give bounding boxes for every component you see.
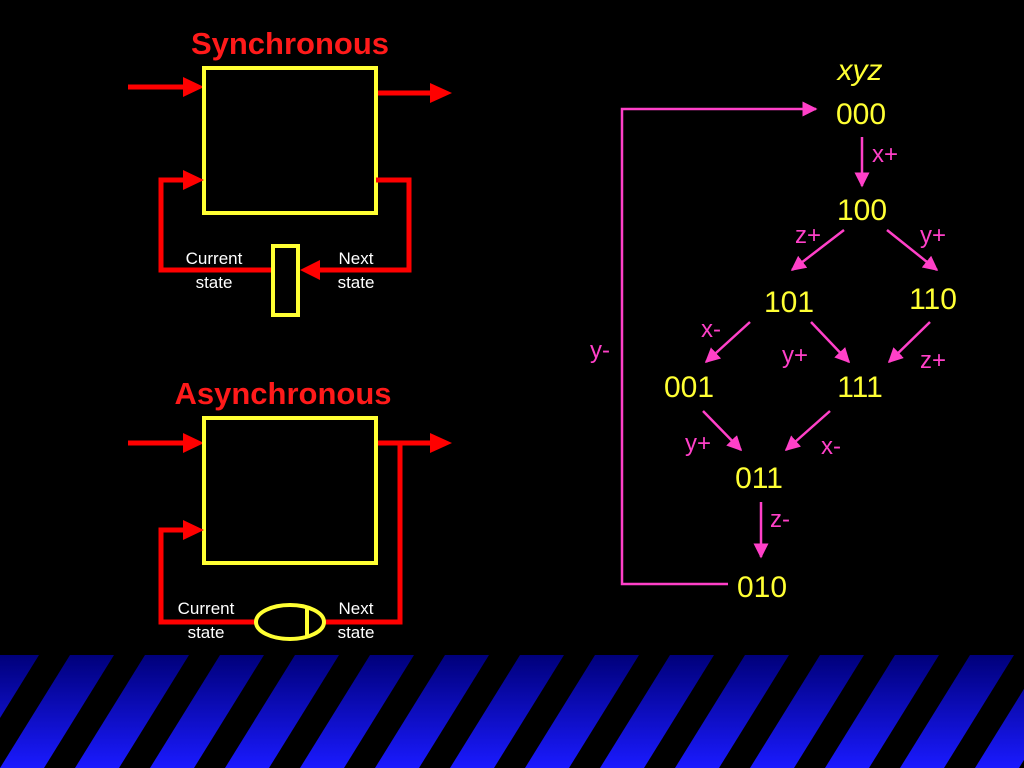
edge-100-101 [790,229,845,271]
edge-101-111 [810,321,851,364]
async-input-arrowhead [183,433,204,453]
state-101: 101 [763,286,815,319]
label-y-plus-001-011: y+ [684,430,712,457]
stripe [825,655,939,768]
async-feedback-current-wire [158,527,255,625]
edge-010-000 [620,101,818,586]
label-z-minus-011-010: z- [770,506,790,533]
asynchronous-diagram [128,416,452,641]
synchronous-diagram [128,66,452,317]
edge-111-011 [784,410,831,451]
sync-next-arrowhead [300,260,320,280]
async-current-arrowhead [183,520,204,540]
sync-logic-box [202,66,378,215]
state-110: 110 [909,283,957,316]
state-graph [620,101,939,586]
state-111: 111 [837,371,883,404]
stripe [0,655,39,718]
state-001: 001 [663,371,715,404]
stripe [375,655,489,768]
sync-current-state-label: Current state [185,249,243,292]
sync-feedback-current-wire [158,177,272,273]
edge-100-110 [886,229,939,271]
stripe [525,655,639,768]
async-delay [254,603,326,641]
label-x-minus-101-001: x- [701,316,721,343]
stripe [225,655,339,768]
sync-feedback-next-wire [318,177,412,273]
stripe [900,655,1014,768]
synchronous-title: Synchronous [190,26,390,61]
stripe [300,655,414,768]
stripe [975,688,1024,768]
label-y-plus-101-111: y+ [781,342,809,369]
stripe [75,655,189,768]
label-z-plus-100-101: z+ [794,222,822,249]
edge-101-001 [704,321,751,364]
state-000: 000 [835,98,887,131]
stripe [600,655,714,768]
async-next-state-label: Next state [337,599,375,642]
sync-register [271,244,300,317]
label-y-minus-010-000: y- [590,337,610,364]
stripe [675,655,789,768]
sync-output-arrowhead [430,83,452,103]
stripe [450,655,564,768]
sync-next-state-label: Next state [337,249,375,292]
edge-110-111 [887,321,931,364]
state-encoding-header: xyz [837,54,883,87]
sync-input-arrowhead [183,77,204,97]
async-output-arrowhead [430,433,452,453]
label-z-plus-110-111: z+ [919,347,947,374]
stripe [150,655,264,768]
sync-current-arrowhead [183,170,204,190]
state-010: 010 [736,571,788,604]
stripe [0,655,114,768]
label-x-plus-000-100: x+ [871,141,899,168]
asynchronous-title: Asynchronous [174,376,392,411]
async-current-state-label: Current state [177,599,235,642]
label-x-minus-111-011: x- [821,433,841,460]
stripe-band [0,655,1024,768]
state-100: 100 [836,194,888,227]
edge-001-011 [702,410,743,452]
stripe [750,655,864,768]
async-feedback-next-wire [325,443,403,625]
async-logic-box [202,416,378,565]
state-011: 011 [735,462,783,495]
label-y-plus-100-110: y+ [919,222,947,249]
